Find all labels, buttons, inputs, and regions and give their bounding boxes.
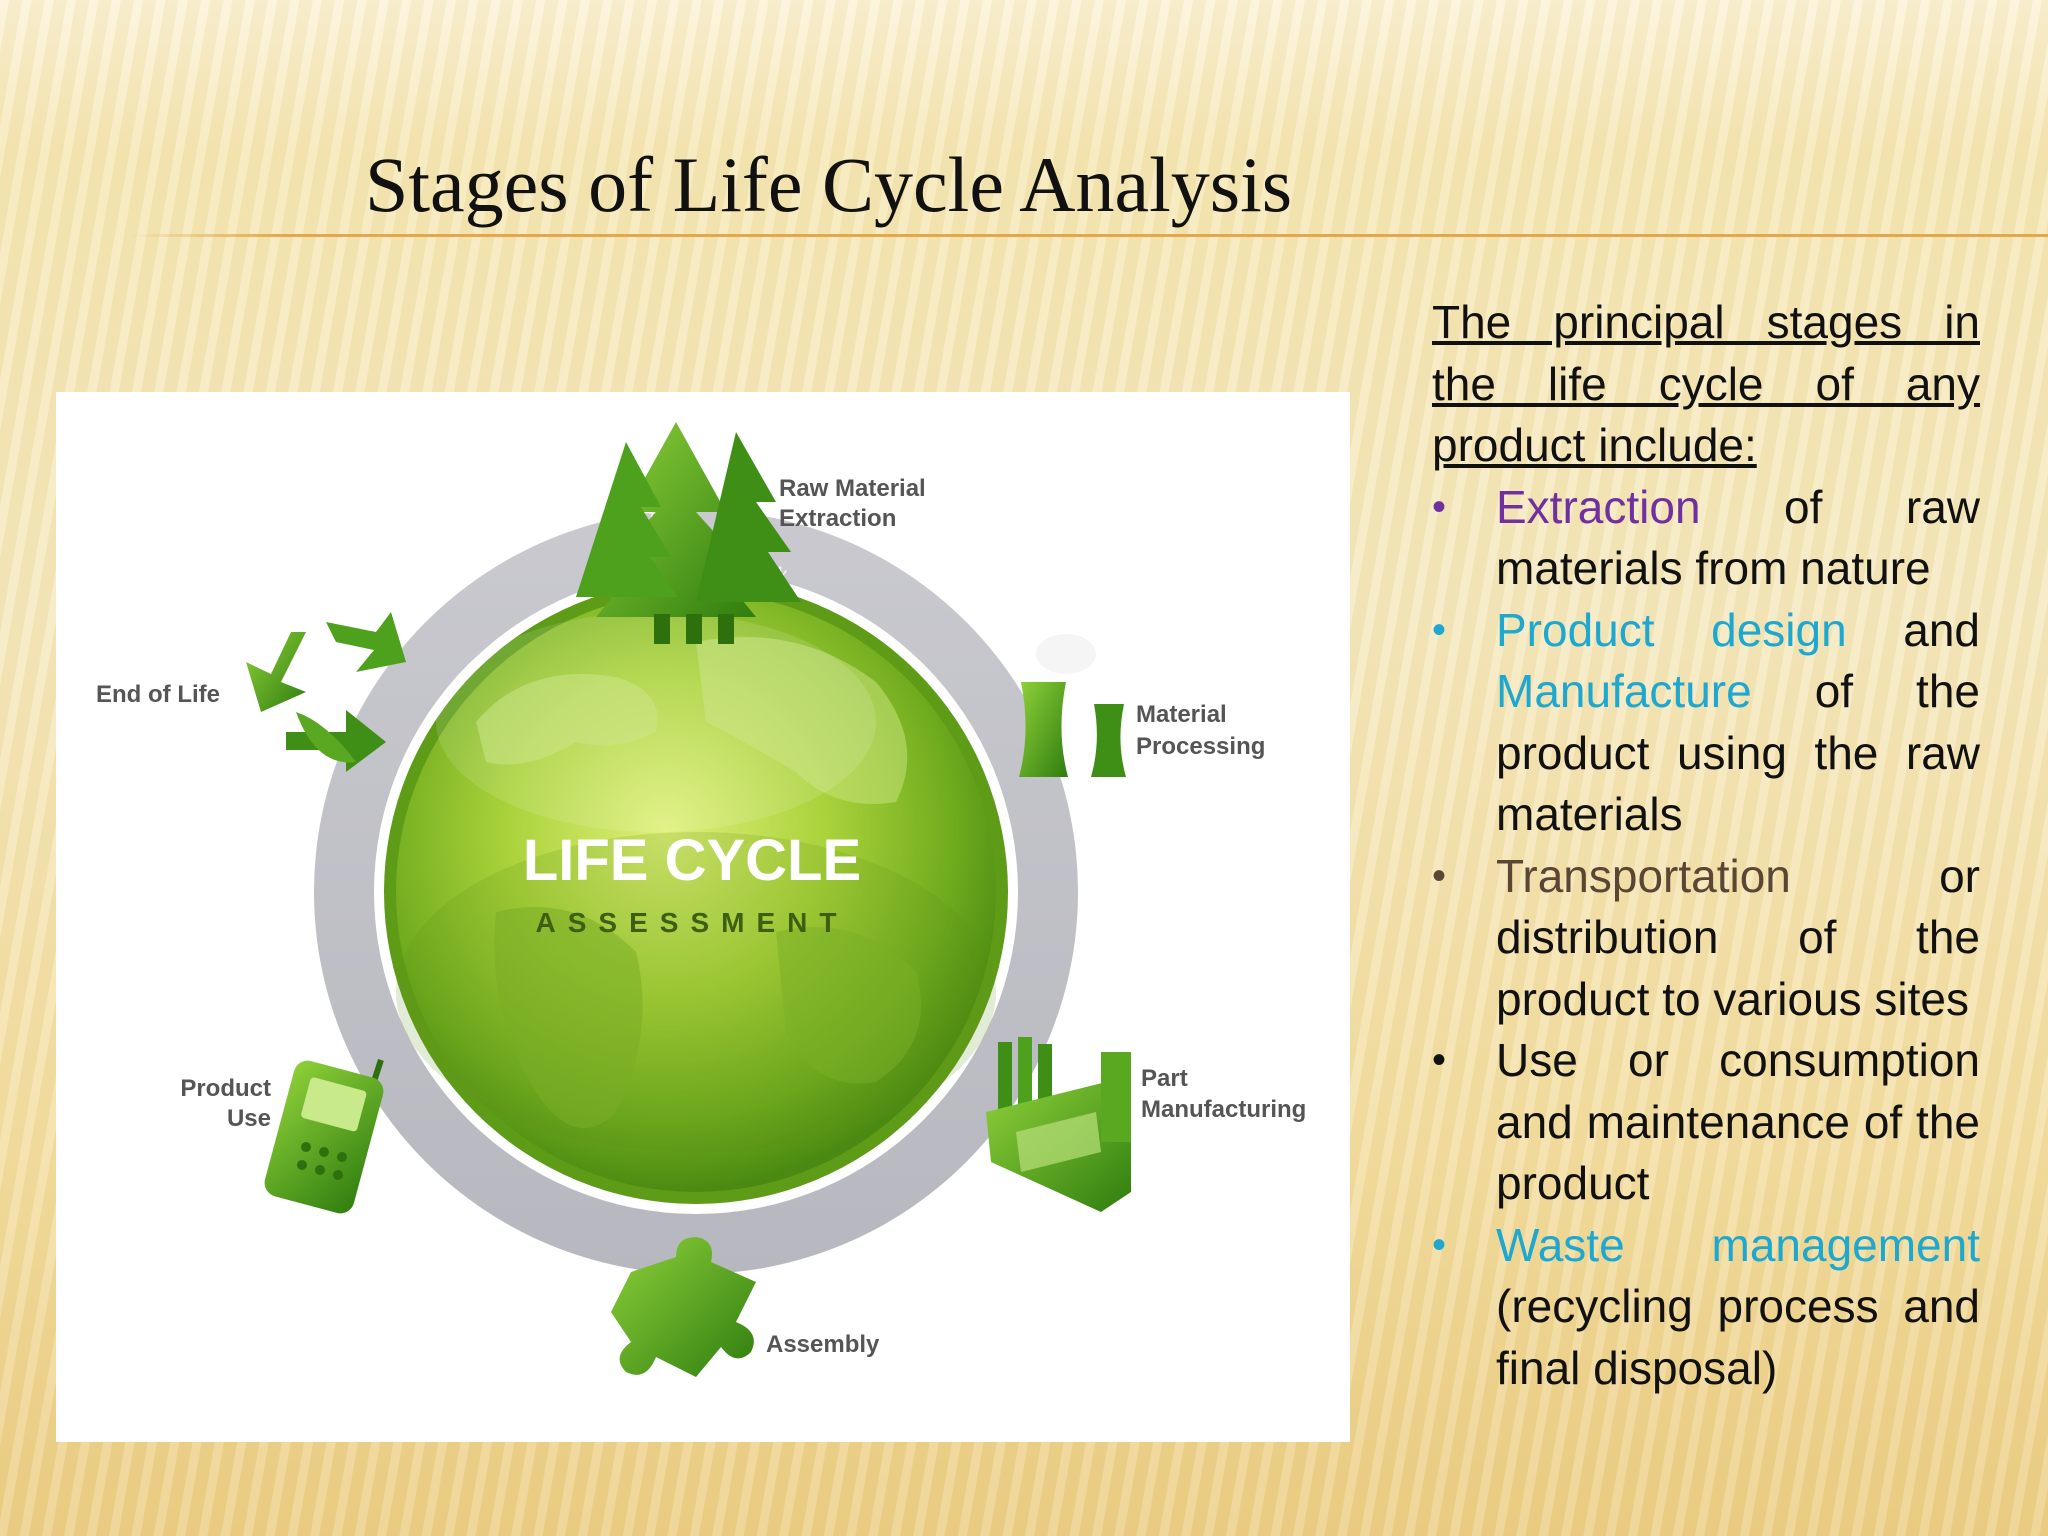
list-item-transportation: • Transportation or distribution of the …	[1432, 846, 1980, 1031]
label-material-processing-2: Processing	[1136, 733, 1265, 760]
bullet: •	[1432, 1038, 1447, 1082]
bullet: •	[1432, 853, 1447, 898]
intro-text: The principal stages in the life cycle o…	[1432, 292, 1980, 477]
list-item-extraction: • Extraction of raw materials from natur…	[1432, 477, 1980, 600]
bullet: •	[1432, 484, 1447, 529]
recycle-icon	[246, 612, 406, 772]
highlight-transportation: Transportation	[1496, 849, 1791, 902]
intro-line-2: the life cycle of any	[1432, 357, 1980, 410]
label-product-use-2: Use	[227, 1105, 271, 1132]
label-material-processing-1: Material	[1136, 701, 1227, 728]
cooling-towers-icon	[1019, 634, 1126, 777]
globe: LIFE CYCLE ASSESSMENT	[384, 580, 1008, 1204]
item-text: of the product using the raw materials	[1496, 665, 1980, 840]
label-raw-material-1: Raw Material	[779, 475, 926, 502]
bullet: •	[1432, 607, 1447, 652]
item-text: (recycling process and final disposal)	[1496, 1280, 1980, 1394]
list-item-design-manufacture: • Product design and Manufacture of the …	[1432, 600, 1980, 846]
item-text: Use or consumption and maintenance of th…	[1496, 1034, 1980, 1209]
ring-label-right: TRANSPORTATION	[1072, 788, 1109, 941]
stage-list: • Extraction of raw materials from natur…	[1432, 477, 1980, 1400]
list-item-use: • Use or consumption and maintenance of …	[1432, 1030, 1980, 1215]
item-text: or distribution of the product to variou…	[1496, 849, 1980, 1025]
intro-line-3: product include:	[1432, 419, 1757, 471]
label-end-of-life: End of Life	[96, 681, 220, 708]
intro-line-1: The principal stages in	[1432, 296, 1980, 348]
globe-title: LIFE CYCLE	[523, 828, 861, 893]
label-part-manufacturing-1: Part	[1141, 1065, 1188, 1092]
slide-title: Stages of Life Cycle Analysis	[365, 141, 1293, 228]
mobile-phone-icon	[264, 1059, 384, 1214]
title-divider	[130, 234, 2048, 237]
item-text: of raw materials from nature	[1496, 480, 1980, 595]
bullet: •	[1432, 1222, 1447, 1267]
highlight-manufacture: Manufacture	[1496, 665, 1752, 717]
label-product-use-1: Product	[180, 1075, 271, 1102]
item-text: and	[1846, 603, 1980, 656]
ring-label-left: TRANSPORTATION	[279, 862, 309, 1016]
diagram-svg: TRANSPORTATION TRANSPORTATION TRANSPORTA…	[96, 422, 1306, 1377]
label-part-manufacturing-2: Manufacturing	[1141, 1096, 1306, 1123]
puzzle-piece-icon	[611, 1237, 756, 1377]
highlight-waste-management: Waste management	[1496, 1218, 1980, 1271]
label-assembly: Assembly	[766, 1331, 880, 1358]
trees-icon	[576, 422, 801, 644]
highlight-extraction: Extraction	[1496, 480, 1701, 533]
life-cycle-diagram: TRANSPORTATION TRANSPORTATION TRANSPORTA…	[56, 392, 1350, 1442]
highlight-product-design: Product design	[1496, 603, 1847, 656]
text-panel: The principal stages in the life cycle o…	[1432, 292, 1980, 1399]
label-raw-material-2: Extraction	[779, 505, 896, 532]
globe-subtitle: ASSESSMENT	[536, 907, 849, 938]
factory-icon	[986, 1037, 1131, 1212]
list-item-waste-management: • Waste management (recycling process an…	[1432, 1215, 1980, 1400]
